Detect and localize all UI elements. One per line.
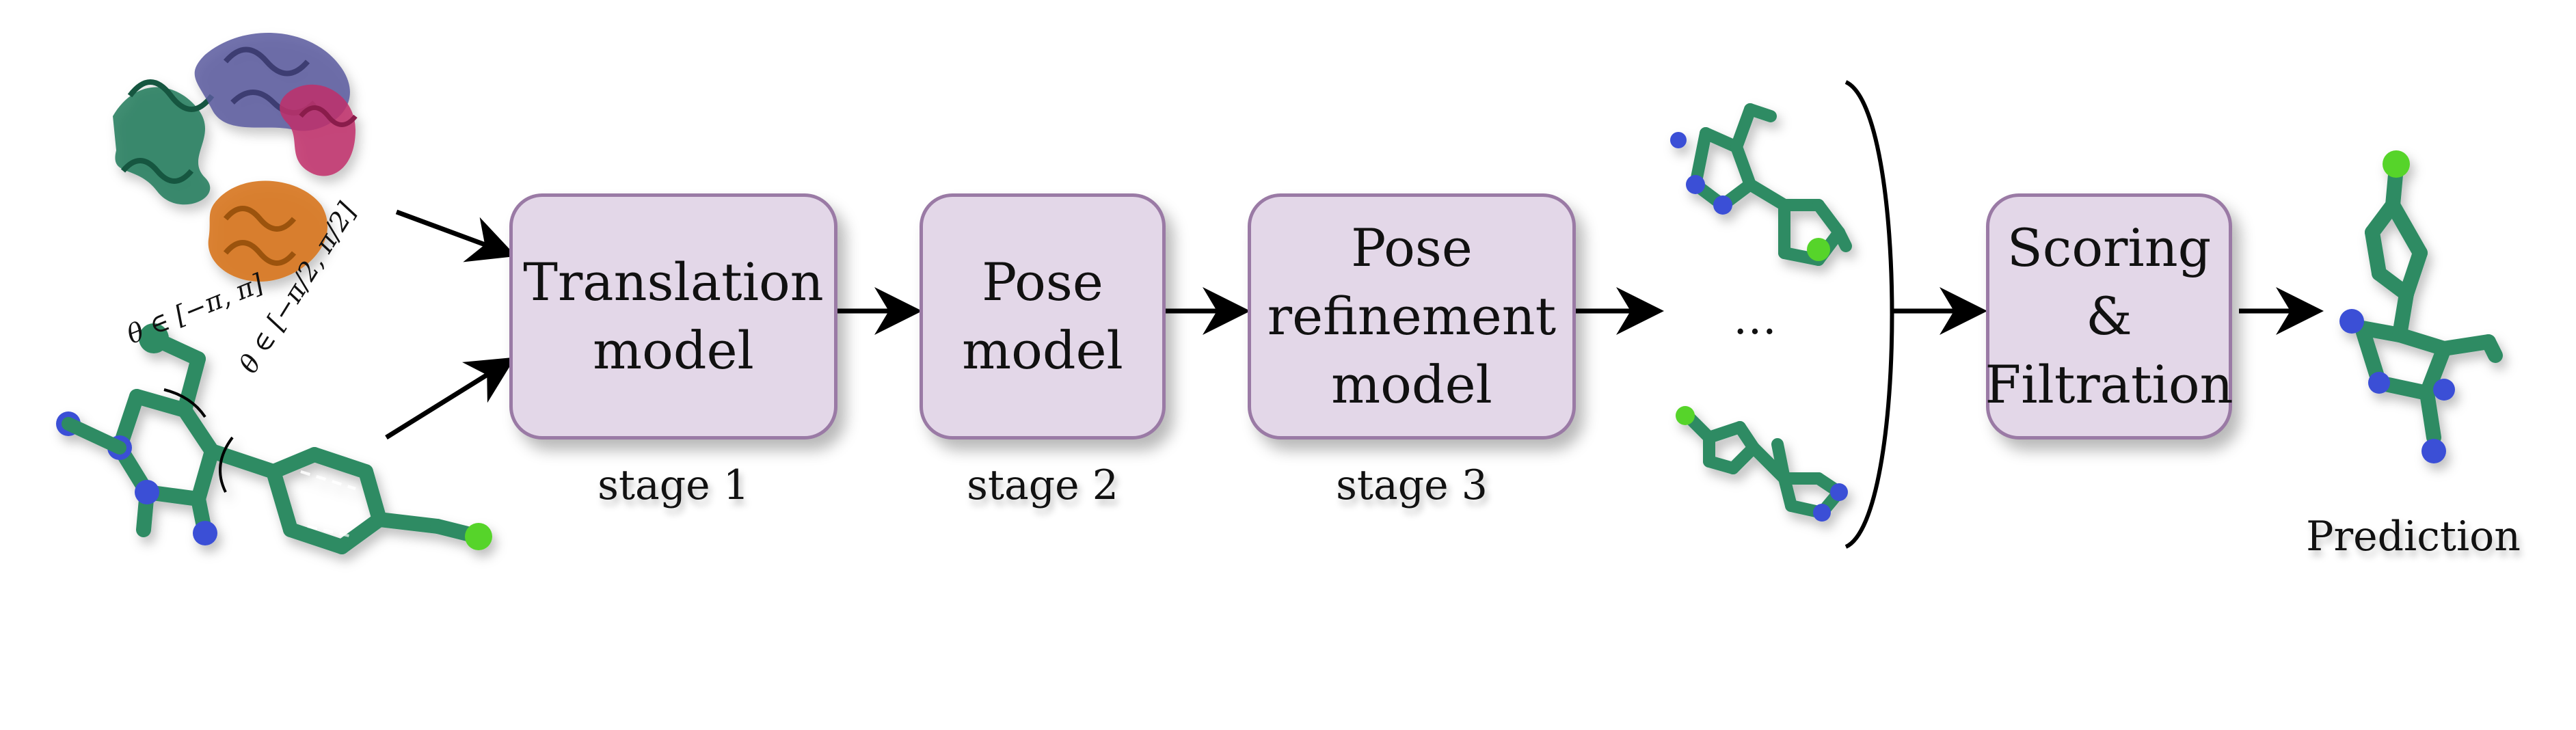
candidate-pose-bottom-icon [1676,406,1848,522]
scoring-title-line3: Filtration [1985,354,2233,415]
prediction-label: Prediction [2306,513,2521,560]
pose-refinement-title-line3: model [1331,354,1492,415]
translation-model-title-line2: model [593,320,754,381]
prediction-molecule-icon [2339,150,2503,463]
translation-model-title-line1: Translation [523,252,824,312]
scoring-title-line2: & [2086,286,2132,347]
pose-model-box: Pose model [920,193,1166,440]
candidates-ellipsis: … [1733,294,1777,344]
scoring-filtration-box: Scoring & Filtration [1985,193,2233,440]
protein-input-arrow [395,209,517,262]
stage1-label: stage 1 [598,461,749,509]
ligand-input-arrow [385,357,515,440]
protein-chain-orange [208,180,328,282]
stage3-label: stage 3 [1336,461,1488,509]
protein-chain-magenta [280,84,358,176]
pose-model-title-line2: model [962,320,1123,381]
stage2-label: stage 2 [967,461,1118,509]
pose-refinement-model-box: Pose refinement model [1248,193,1576,440]
pose-refinement-title-line1: Pose [1351,217,1473,278]
candidate-pose-top-icon [1670,103,1852,266]
pose-refinement-title-line2: refinement [1267,286,1557,347]
translation-model-box: Translation model [509,193,837,440]
protein-chain-green [113,79,215,205]
scoring-title-line1: Scoring [2007,217,2212,278]
input-ligand-molecule-icon [56,323,492,554]
protein-structure-icon [113,32,358,282]
pose-model-title-line1: Pose [982,252,1103,312]
candidates-bracket [1844,80,1894,549]
